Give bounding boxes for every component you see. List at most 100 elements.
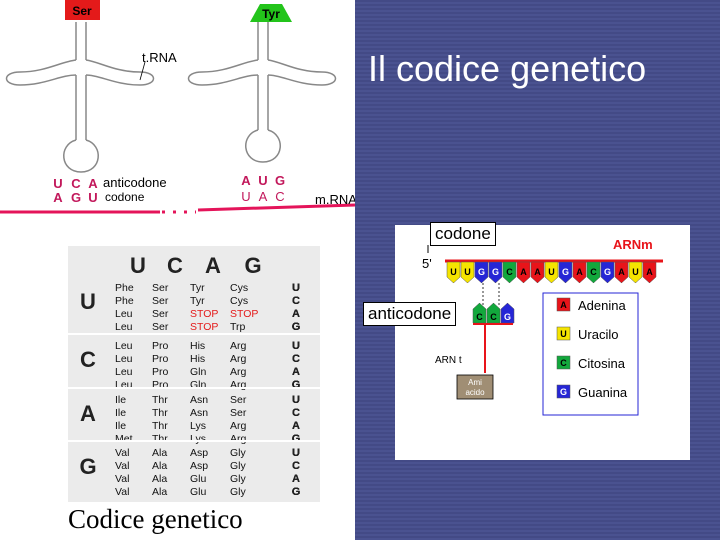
table-third-base: A bbox=[292, 473, 300, 485]
trna-label: t.RNA bbox=[142, 50, 177, 65]
trna-leader-line bbox=[139, 61, 146, 81]
table-cell: Gly bbox=[230, 447, 247, 459]
table-cell: Ser bbox=[230, 394, 247, 406]
trna-base-letter: C bbox=[476, 312, 483, 322]
table-third-base: A bbox=[292, 420, 300, 432]
table-cell: STOP bbox=[230, 308, 258, 320]
aa-left-badge bbox=[65, 0, 100, 20]
table-third-base: G bbox=[292, 321, 301, 333]
anticodon-left-2: C bbox=[71, 176, 81, 191]
table-third-base: U bbox=[292, 447, 300, 459]
mrna-base-tile bbox=[516, 261, 531, 284]
anticodone-label-box: anticodone bbox=[363, 302, 457, 326]
table-cell: Pro bbox=[152, 366, 169, 378]
mrna-base-letter: G bbox=[562, 267, 569, 277]
legend-swatch bbox=[556, 384, 571, 399]
table-col-header: U bbox=[130, 253, 146, 278]
anticodon-left-3: A bbox=[88, 176, 98, 191]
trna-base-letter: G bbox=[504, 312, 511, 322]
mrna-base-letter: A bbox=[576, 267, 583, 277]
table-third-base: A bbox=[292, 473, 300, 485]
codon-left-2: G bbox=[71, 190, 81, 205]
table-cell: STOP bbox=[190, 308, 218, 320]
mrna-base-letter: A bbox=[618, 267, 625, 277]
table-third-base: U bbox=[292, 340, 300, 352]
legend-letter: U bbox=[560, 329, 567, 339]
table-third-base: A bbox=[292, 308, 300, 320]
table-cell: Gln bbox=[190, 366, 207, 378]
table-cell: Leu bbox=[115, 353, 133, 365]
table-cell: Arg bbox=[230, 420, 247, 432]
mrna-base-tile bbox=[474, 261, 489, 284]
table-cell: Ser bbox=[152, 282, 169, 294]
table-cell: Val bbox=[115, 486, 129, 498]
table-third-base: G bbox=[292, 321, 301, 333]
table-cell: Glu bbox=[190, 486, 207, 498]
mrna-base-tile bbox=[614, 261, 629, 284]
codone-label-box: codone bbox=[430, 222, 496, 246]
mrna-base-tile bbox=[628, 261, 643, 284]
codon-right-2: A bbox=[259, 189, 268, 204]
legend-name: Adenina bbox=[578, 298, 626, 313]
trna-right bbox=[187, 22, 337, 163]
table-third-base: U bbox=[292, 394, 300, 406]
table-row-header: C bbox=[80, 347, 96, 372]
mrna-base-tile bbox=[600, 261, 615, 284]
table-third-base: U bbox=[292, 447, 300, 459]
table-cell: Thr bbox=[152, 420, 168, 432]
five-prime-label: 5' bbox=[422, 256, 432, 271]
table-third-base: C bbox=[292, 353, 300, 365]
anticodon-left-1: U bbox=[53, 176, 62, 191]
table-cell: Leu bbox=[115, 308, 133, 320]
table-third-base: U bbox=[292, 447, 300, 459]
table-third-base: G bbox=[292, 433, 301, 445]
mrna-base-letter: U bbox=[548, 267, 555, 277]
page-title: Il codice genetico bbox=[368, 48, 647, 89]
table-cell: Tyr bbox=[190, 295, 205, 307]
trna-base-letter: C bbox=[490, 312, 497, 322]
table-third-base: C bbox=[292, 407, 300, 419]
amino-acid-label-2: acido bbox=[465, 388, 485, 397]
mrna-base-tile bbox=[460, 261, 475, 284]
table-cell: Val bbox=[115, 447, 129, 459]
table-cell: Val bbox=[115, 460, 129, 472]
table-third-base: A bbox=[292, 308, 300, 320]
table-cell: Pro bbox=[152, 340, 169, 352]
table-cell: Arg bbox=[230, 353, 247, 365]
table-third-base: A bbox=[292, 366, 300, 378]
amino-acid-box bbox=[456, 374, 494, 400]
table-third-base: U bbox=[292, 340, 300, 352]
table-third-base: C bbox=[292, 295, 300, 307]
table-third-base: C bbox=[292, 460, 300, 472]
table-third-base: U bbox=[292, 394, 300, 406]
table-third-base: A bbox=[292, 473, 300, 485]
table-third-base: C bbox=[292, 353, 300, 365]
legend-swatch bbox=[556, 355, 571, 370]
table-caption: Codice genetico bbox=[68, 504, 243, 534]
table-third-base: C bbox=[292, 353, 300, 365]
table-cell: Ala bbox=[152, 460, 167, 472]
table-third-base: U bbox=[292, 282, 300, 294]
table-third-base: G bbox=[292, 486, 301, 498]
table-third-base: G bbox=[292, 433, 301, 445]
table-third-base: G bbox=[292, 433, 301, 445]
table-third-base: G bbox=[292, 433, 301, 445]
mrna-base-letter: U bbox=[450, 267, 457, 277]
table-third-base: U bbox=[292, 282, 300, 294]
mrna-base-tile bbox=[530, 261, 545, 284]
table-third-base: A bbox=[292, 420, 300, 432]
aa-right-label: Tyr bbox=[262, 7, 280, 21]
table-third-base: A bbox=[292, 366, 300, 378]
legend-swatch bbox=[556, 326, 571, 341]
table-background bbox=[68, 246, 320, 502]
table-row-header: U bbox=[80, 289, 96, 314]
codon-right-1: U bbox=[241, 189, 250, 204]
table-third-base: C bbox=[292, 295, 300, 307]
mrna-base-letter: G bbox=[604, 267, 611, 277]
mrna-label: m.RNA bbox=[315, 192, 355, 207]
table-cell: Glu bbox=[190, 473, 207, 485]
table-cell: Asn bbox=[190, 394, 208, 406]
codon-right-3: C bbox=[275, 189, 284, 204]
table-cell: Cys bbox=[230, 282, 248, 294]
